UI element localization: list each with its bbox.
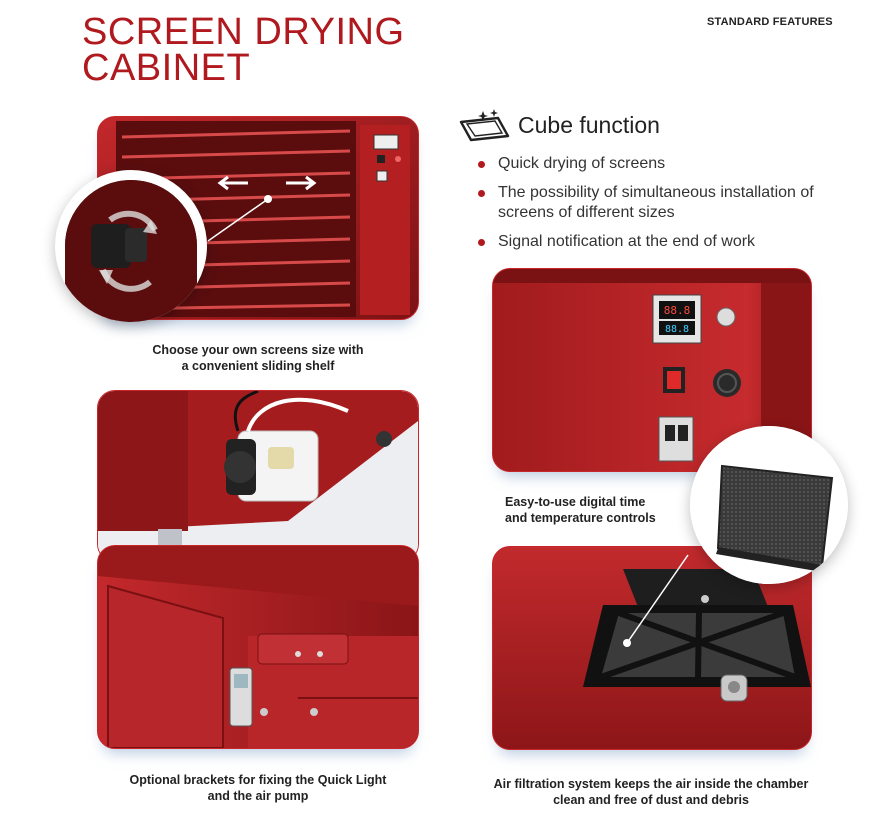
feature-bullet: Signal notification at the end of work [478,232,838,252]
air-filtration-caption: Air filtration system keeps the air insi… [493,777,809,807]
title-line-2: CABINET [82,47,251,89]
display-bottom-digits: 88.8 [665,324,689,335]
filter-material-detail [690,426,848,584]
brackets-image [97,545,419,749]
display-top-digits: 88.8 [664,304,691,317]
rotation-knob-icon [65,180,197,322]
feature-bullet: The possibility of simultaneous installa… [478,183,838,223]
sliding-shelf-detail [55,170,207,322]
digital-controls-image: 88.8 88.8 [492,268,812,472]
cube-function-icon [459,109,510,142]
filter-mat-icon [690,426,848,584]
air-pump-illustration [98,391,418,561]
feature-header: Cube function [458,108,660,142]
sliding-shelf-caption: Choose your own screens size with a conv… [152,343,364,373]
feature-title: Cube function [518,111,660,138]
title-line-1: SCREEN DRYING [82,11,405,53]
digital-controls-caption: Easy-to-use digital time and temperature… [505,495,656,525]
air-pump-image [97,390,419,562]
feature-list: Quick drying of screens The possibility … [478,154,838,261]
brackets-illustration [98,546,418,748]
brackets-caption: Optional brackets for fixing the Quick L… [129,773,387,803]
section-label: STANDARD FEATURES [707,16,833,28]
feature-bullet: Quick drying of screens [478,154,838,174]
page-title: SCREEN DRYING CABINET [82,11,405,89]
